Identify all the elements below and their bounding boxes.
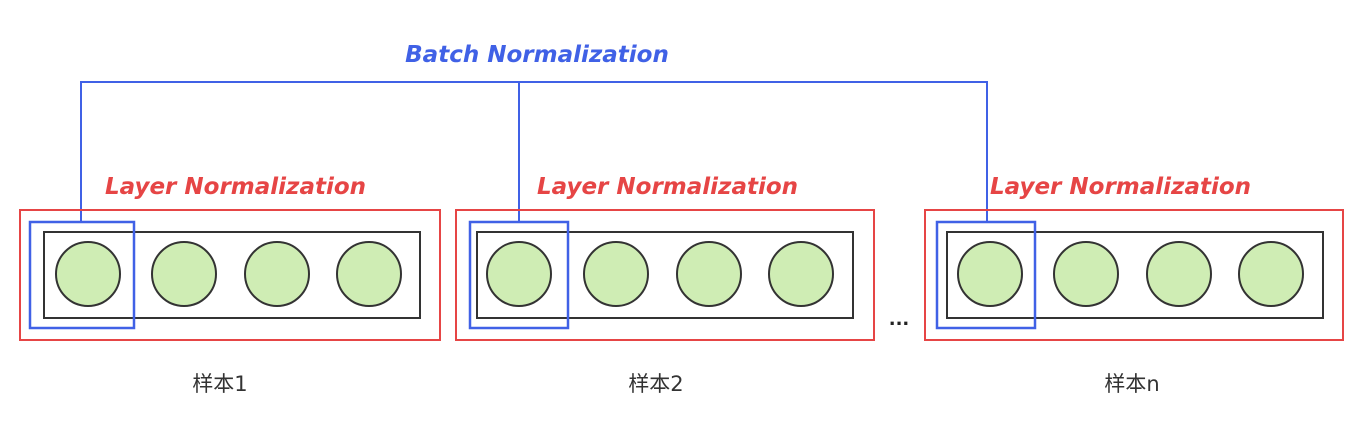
feature-node	[336, 241, 402, 307]
sample-label: 样本1	[192, 372, 247, 396]
feature-node	[676, 241, 742, 307]
feature-node	[957, 241, 1023, 307]
feature-node	[151, 241, 217, 307]
batch-norm-connector	[80, 81, 988, 222]
feature-node	[583, 241, 649, 307]
layer-norm-label: Layer Normalization	[990, 174, 1251, 200]
feature-node	[768, 241, 834, 307]
layer-norm-box	[924, 209, 1344, 341]
batch-norm-highlight	[468, 220, 570, 330]
sample-group-2: Layer Normalization 样本2	[455, 174, 875, 396]
layer-norm-label: Layer Normalization	[537, 174, 798, 200]
sample-group-1: Layer Normalization 样本1	[19, 174, 441, 396]
layer-norm-label: Layer Normalization	[105, 174, 366, 200]
batch-connector-sample-1	[80, 81, 988, 222]
layer-norm-box	[19, 209, 441, 341]
sample-vector-box	[43, 231, 421, 319]
feature-node	[1146, 241, 1212, 307]
feature-node	[1053, 241, 1119, 307]
sample-label: 样本2	[628, 372, 683, 396]
sample-label: 样本n	[1104, 372, 1159, 396]
feature-node	[486, 241, 552, 307]
layer-norm-box	[455, 209, 875, 341]
batch-norm-label: Batch Normalization	[405, 42, 669, 68]
batch-norm-highlight	[28, 220, 136, 330]
feature-node	[244, 241, 310, 307]
more-samples-ellipsis: ...	[889, 309, 910, 330]
feature-node	[55, 241, 121, 307]
feature-node	[1238, 241, 1304, 307]
sample-vector-box	[476, 231, 854, 319]
sample-group-n: Layer Normalization 样本n	[924, 174, 1344, 396]
batch-norm-highlight	[935, 220, 1037, 330]
sample-vector-box	[946, 231, 1324, 319]
